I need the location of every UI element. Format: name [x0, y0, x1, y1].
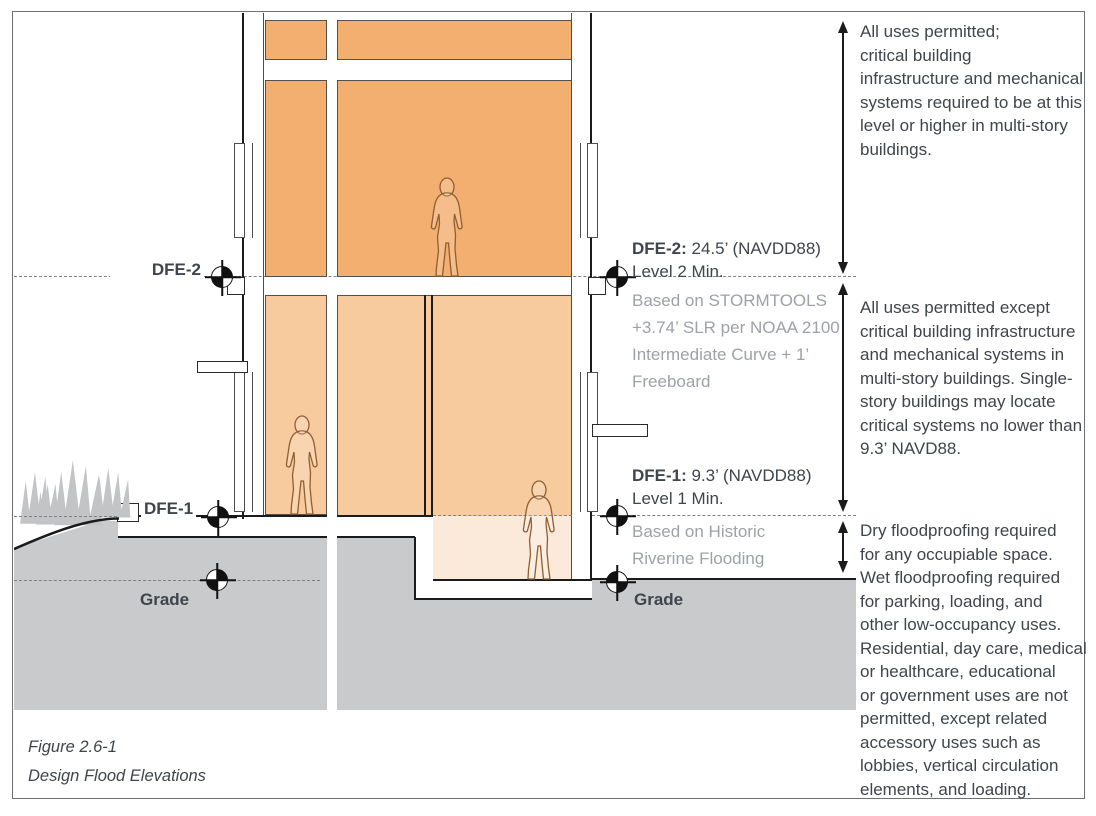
figure-title: Design Flood Elevations [28, 767, 206, 785]
slab-bottom-line-b [337, 536, 415, 538]
dfe2-annotation: DFE-2: 24.5’ (NAVDD88) [632, 239, 821, 259]
lower-slab-bottom-line [414, 598, 592, 600]
dfe1-annotation-label: DFE-1: [632, 466, 687, 485]
figure-border [12, 11, 1085, 799]
benchmark-marker-dfe2-right [606, 266, 628, 288]
left-lower-window-mullion [252, 372, 253, 512]
note-above-dfe2: All uses permitted; critical building in… [860, 22, 1084, 159]
grade-elevation-line-left [14, 580, 320, 581]
level3-floor-left [265, 20, 327, 60]
figure-caption: Figure 2.6-1 Design Flood Elevations [28, 733, 206, 791]
dimension-arrow-dfe1-to-grade [842, 532, 845, 562]
grass-tuft-icon [20, 460, 131, 526]
dfe1-annotation: DFE-1: 9.3’ (NAVDD88) [632, 466, 811, 486]
level2-floor-left [265, 80, 327, 277]
dimension-arrow-above-dfe2 [842, 32, 845, 263]
person-silhouette-below-dfe1 [522, 480, 555, 580]
interior-wall-line-outer [424, 295, 426, 516]
dfe1-elevation-line-right [592, 515, 856, 516]
grade-right-label: Grade [634, 590, 684, 609]
dfe1-basis-note: Based on Historic Riverine Flooding [632, 522, 766, 568]
note-dfe2-to-dfe1: All uses permitted except critical build… [860, 298, 1083, 458]
figure-number: Figure 2.6-1 [28, 738, 117, 756]
left-wall-inner-line [263, 13, 264, 517]
right-canopy [592, 424, 648, 437]
interior-wall-line-inner [431, 295, 433, 516]
foundation-step-line [414, 537, 416, 600]
right-slab-edge [588, 277, 606, 295]
right-grade-line [592, 578, 856, 580]
left-upper-window [234, 143, 245, 238]
benchmark-marker-grade-right [606, 571, 628, 593]
person-silhouette-level2 [430, 177, 463, 277]
right-upper-window-mullion [580, 143, 581, 238]
person-silhouette-level1 [285, 415, 318, 515]
benchmark-marker-dfe2-left [211, 266, 233, 288]
terrain-and-vegetation [14, 460, 131, 551]
left-canopy [197, 361, 248, 373]
lower-floor-line [433, 579, 592, 581]
left-wall-outer-line [242, 13, 244, 519]
right-lower-window-mullion [580, 372, 581, 512]
dimension-arrow-dfe2-to-dfe1 [842, 294, 845, 501]
dfe2-basis-note: Based on STORMTOOLS +3.74’ SLR per NOAA … [632, 291, 840, 391]
right-lower-window [587, 372, 598, 512]
dfe1-level-note: Level 1 Min. [632, 489, 724, 508]
right-wall-inner-line [571, 13, 572, 580]
dfe1-left-label: DFE-1 [141, 499, 197, 519]
dfe2-annotation-value: 24.5’ (NAVDD88) [686, 239, 821, 258]
left-upper-window-mullion [252, 143, 253, 238]
dfe1-annotation-value: 9.3’ (NAVDD88) [686, 466, 812, 485]
grade-left-label: Grade [140, 590, 190, 609]
benchmark-marker-dfe1-right [606, 505, 628, 527]
note-below-dfe1: Dry floodproofing required for any occup… [860, 521, 1087, 799]
ground-surface-line [14, 517, 120, 551]
level3-floor-right [337, 20, 572, 60]
dfe2-level-note: Level 2 Min. [632, 262, 724, 281]
benchmark-marker-dfe1-left [207, 506, 229, 528]
level1-floor-right [337, 295, 572, 516]
slab-top-line-b [337, 515, 433, 517]
dfe1-elevation-line-left [14, 516, 117, 517]
benchmark-marker-grade-left [206, 569, 228, 591]
dfe2-annotation-label: DFE-2: [632, 239, 687, 258]
right-upper-window [587, 143, 598, 238]
dfe2-left-label: DFE-2 [110, 260, 204, 280]
dfe1-elevation-line-interior [433, 515, 572, 516]
ground-left [14, 521, 327, 710]
slab-bottom-line-a [118, 536, 327, 538]
right-wall-outer-line [590, 13, 592, 580]
